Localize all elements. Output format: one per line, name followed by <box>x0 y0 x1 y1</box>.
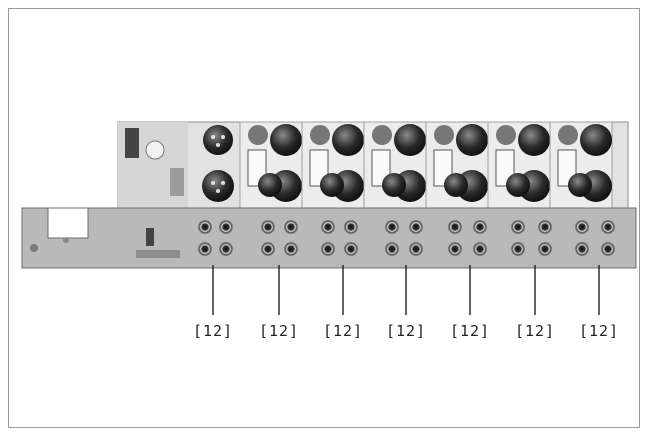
callout-lines <box>212 265 600 315</box>
rear-panel <box>21 207 637 269</box>
channel-module-5 <box>487 121 551 211</box>
rca-jack-group-6 <box>575 220 615 256</box>
rca-jack-group-4 <box>448 220 487 256</box>
channel-module-1 <box>239 121 303 211</box>
rear-panel-cutout <box>47 207 89 239</box>
rca-jack-group-5 <box>511 220 552 256</box>
xlr-master-top <box>203 125 233 155</box>
rca-jack-groups <box>198 220 615 256</box>
rca-jack-group-1 <box>261 220 298 256</box>
callout-labels: [12] [12] [12] [12] [12] [12] [12] <box>193 322 619 340</box>
callout-label-2: [12] <box>259 322 299 340</box>
channel-module-2 <box>301 121 365 211</box>
xlr-master-bottom <box>202 170 234 202</box>
callout-label-3: [12] <box>323 322 363 340</box>
callout-label-4: [12] <box>386 322 426 340</box>
rca-jack-group-master <box>198 220 233 256</box>
callout-label-5: [12] <box>450 322 490 340</box>
panel-label-block <box>136 250 180 258</box>
channel-module-4 <box>425 121 489 211</box>
pcb-component <box>125 128 139 158</box>
callout-label-6: [12] <box>515 322 555 340</box>
channel-module-6 <box>549 121 613 211</box>
rca-jack-group-2 <box>321 220 358 256</box>
pcb-chip <box>170 168 184 196</box>
power-switch <box>146 228 154 246</box>
callout-label-7: [12] <box>579 322 619 340</box>
rca-jack-group-3 <box>385 220 423 256</box>
pcb-capacitor <box>145 140 165 160</box>
channel-module-3 <box>363 121 427 211</box>
callout-label-1: [12] <box>193 322 233 340</box>
panel-screw-2 <box>63 237 69 243</box>
panel-screw <box>30 244 38 252</box>
channel-modules <box>239 121 613 211</box>
